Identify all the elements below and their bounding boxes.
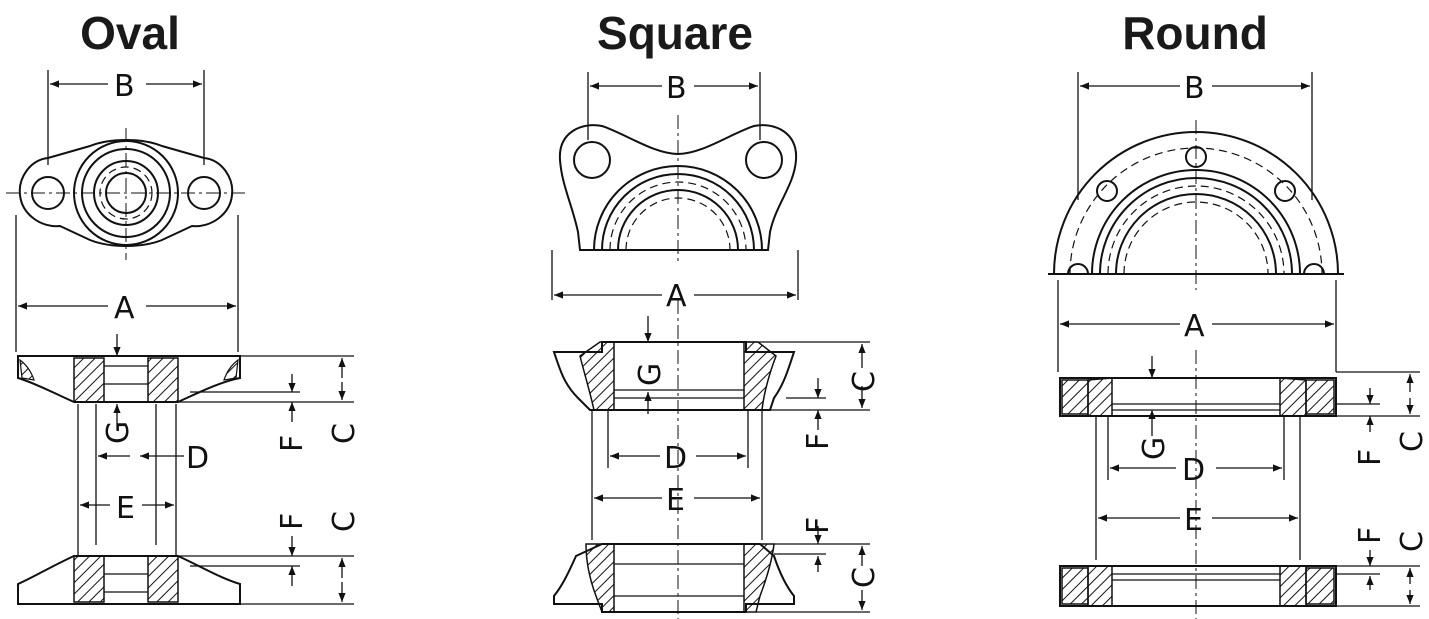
square-panel: Square [540,0,810,619]
oval-label-c-lower: C [327,511,362,532]
round-label-d: D [1182,453,1205,488]
square-label-b: B [666,71,687,106]
oval-panel: Oval [0,0,260,619]
round-label-c-lower: C [1395,531,1429,552]
round-label-c-upper: C [1395,431,1429,452]
oval-title: Oval [80,7,180,59]
round-label-f-lower: F [1353,527,1388,544]
oval-label-g: G [101,421,136,444]
square-label-g: G [633,363,668,386]
square-label-a: A [666,279,687,314]
square-label-f-upper: F [801,433,836,450]
round-label-b: B [1184,71,1205,106]
round-title: Round [1122,7,1268,59]
round-label-a: A [1184,309,1205,344]
square-label-d: D [664,441,687,476]
square-title: Square [597,7,753,59]
oval-label-f-lower: F [275,513,310,530]
square-label-c-upper: C [847,371,882,392]
square-label-e: E [666,483,685,518]
round-label-f-upper: F [1353,449,1388,466]
oval-flange-outline [18,139,234,247]
round-panel: Round [1075,0,1315,619]
oval-label-c-upper: C [327,423,362,444]
square-label-c-lower: C [847,567,882,588]
oval-label-a: A [114,291,135,326]
round-label-g: G [1137,437,1172,460]
oval-label-e: E [116,491,135,526]
oval-label-b: B [114,69,135,104]
square-label-f-lower: F [801,517,836,534]
round-label-e: E [1184,503,1203,538]
oval-label-d: D [186,441,209,476]
square-diagram: B A G D E C F F C [551,71,882,619]
oval-label-f-upper: F [275,435,310,452]
oval-diagram: B A G D E F C F C [6,69,362,605]
round-diagram: B A G D E F C [1048,71,1429,619]
